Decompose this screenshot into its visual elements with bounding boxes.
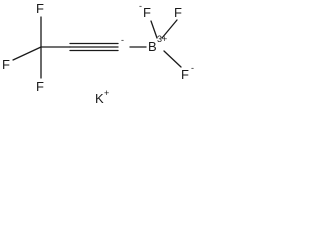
boron-fluorine-upper-right: F (174, 5, 182, 20)
fluorine-left: F (2, 57, 10, 72)
bond-c1-f-left (12, 46, 42, 61)
carbanion-charge: - (121, 35, 124, 45)
bond-b-f-upper-left (150, 20, 158, 39)
boron-atom: B (148, 39, 157, 54)
boron-fluorine-upper-left: F (143, 5, 151, 20)
bond-b-f-upper-right (161, 19, 178, 39)
chemical-structure-diagram: F F F - B 3+ - F F F - K + (2, 1, 194, 106)
fluorine-top: F (36, 1, 44, 16)
potassium-ion: K (95, 91, 104, 106)
bond-b-f-lower-right (163, 50, 182, 68)
boron-fluorine-upper-left-charge: - (139, 1, 142, 11)
boron-fluorine-lower-right-charge: - (191, 63, 194, 73)
boron-fluorine-lower-right: F (181, 67, 189, 82)
boron-charge: 3+ (157, 34, 167, 44)
potassium-charge: + (104, 88, 109, 98)
fluorine-bottom: F (36, 79, 44, 94)
